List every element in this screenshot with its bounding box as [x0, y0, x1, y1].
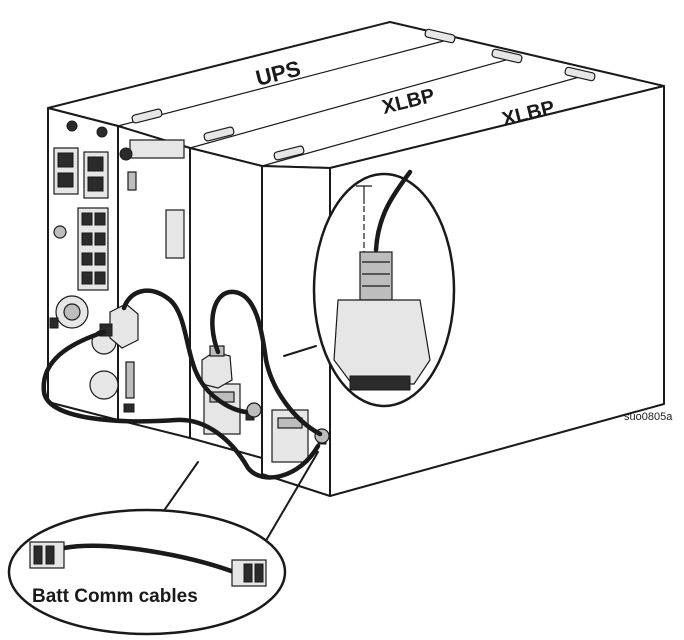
callout-leader-2 [263, 451, 319, 545]
batt-comm-callout [7, 451, 319, 636]
callout-pointer [283, 345, 317, 357]
battery-power-cables [41, 288, 323, 480]
batt-comm-oval [7, 508, 287, 636]
ups-rear-details [119, 139, 185, 413]
rj45-plug-left [29, 541, 65, 569]
top-divider-1 [117, 37, 456, 127]
connector-detail-callout [312, 169, 456, 408]
top-divider-3 [261, 73, 591, 167]
figure-id-label: suo0805a [624, 411, 673, 423]
top-divider-2 [189, 55, 521, 149]
batt-comm-cable-line [61, 543, 237, 575]
ups-outlet-block [49, 120, 119, 400]
detail-screw [356, 185, 372, 204]
batt-comm-label: Batt Comm cables [32, 586, 198, 607]
top-handles [131, 28, 596, 161]
detail-cable [373, 169, 413, 253]
rj45-plug-right [231, 559, 267, 587]
detail-connector [333, 251, 431, 391]
